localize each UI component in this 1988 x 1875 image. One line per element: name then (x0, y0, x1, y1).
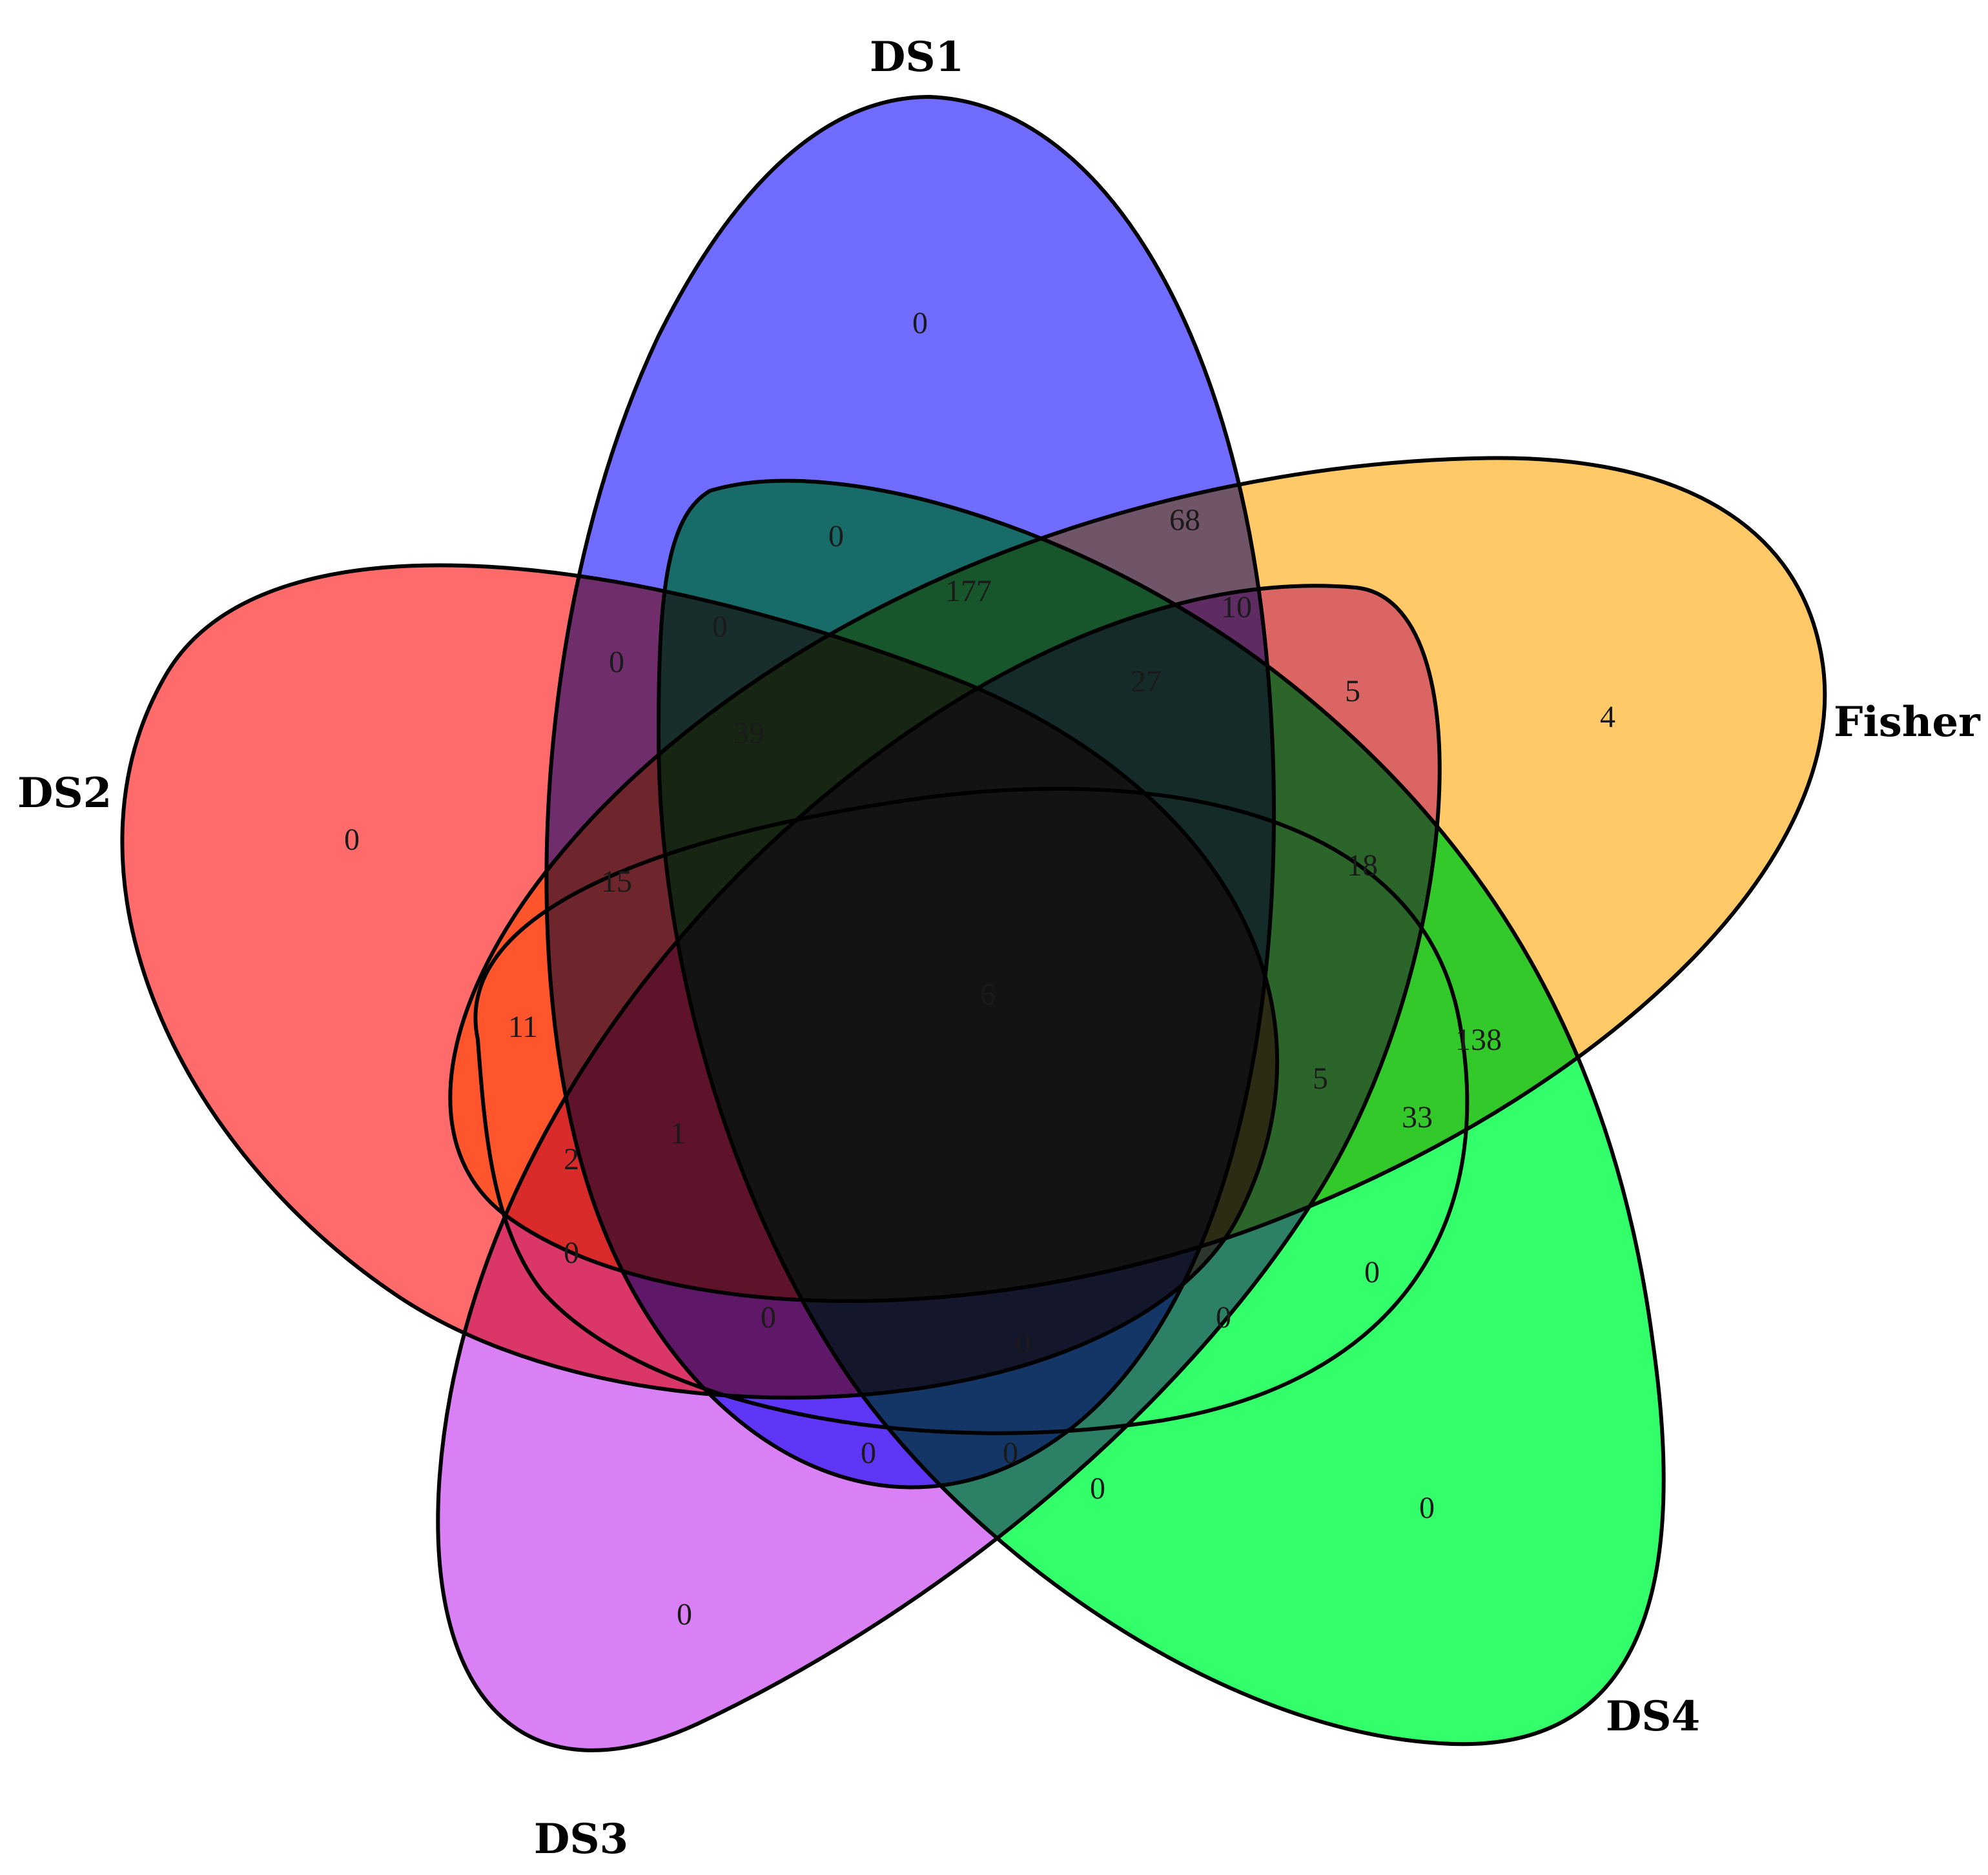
region-count: 0 (761, 1300, 776, 1335)
region-count: 0 (564, 1236, 579, 1270)
region-count-fisher: 4 (1600, 700, 1615, 734)
set-ds3-petal (436, 584, 1442, 1752)
label-ds1: DS1 (870, 33, 964, 81)
region-count-ds4: 0 (1419, 1491, 1435, 1525)
region-count: 1 (670, 1116, 686, 1151)
region-count: 10 (1221, 590, 1252, 624)
region-count: 0 (609, 645, 624, 679)
region-count-ds1: 0 (912, 306, 928, 340)
region-count-ds3: 0 (677, 1597, 692, 1632)
region-count: 2 (564, 1142, 579, 1176)
region-count: 11 (508, 1010, 538, 1044)
region-count: 33 (1402, 1100, 1433, 1134)
region-count: 68 (1169, 503, 1200, 537)
region-count: 5 (1345, 674, 1360, 708)
region-count: 0 (861, 1436, 876, 1470)
region-count: 39 (733, 716, 764, 750)
region-count-ds2: 0 (344, 823, 360, 857)
region-count: 15 (601, 865, 632, 899)
region-count: 6 (980, 978, 996, 1012)
region-count: 0 (1364, 1255, 1380, 1289)
region-count: 0 (1090, 1471, 1105, 1506)
region-count: 177 (945, 574, 992, 608)
region-count: 0 (1003, 1436, 1018, 1470)
region-count: 27 (1131, 664, 1162, 699)
region-count: 138 (1455, 1023, 1502, 1057)
inner-ellipse (473, 786, 1470, 1435)
region-count: 0 (1216, 1300, 1231, 1335)
label-ds2: DS2 (17, 769, 112, 817)
label-ds4: DS4 (1606, 1692, 1700, 1741)
label-fisher: Fisher (1834, 698, 1981, 746)
region-count: 18 (1347, 848, 1378, 883)
region-count: 0 (828, 519, 844, 553)
region-count: 5 (1313, 1061, 1328, 1096)
region-count: 0 (712, 610, 728, 644)
region-count: 0 (1016, 1326, 1031, 1360)
label-ds3: DS3 (534, 1815, 628, 1863)
